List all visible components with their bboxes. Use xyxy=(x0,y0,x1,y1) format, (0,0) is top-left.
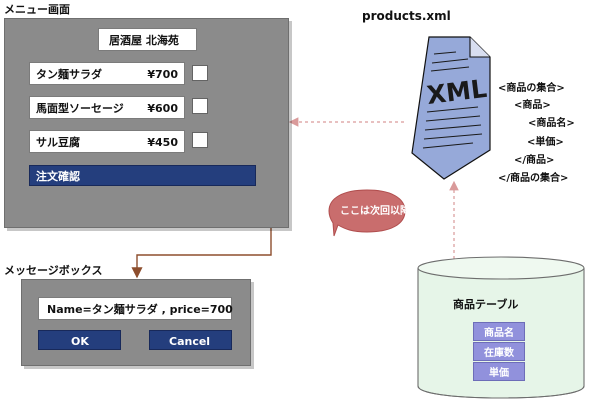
menu-item-3-price: ¥450 xyxy=(147,136,178,149)
ok-button-label: OK xyxy=(71,335,89,348)
order-confirm-button[interactable]: 注文確認 xyxy=(29,165,256,186)
xml-line-2: <商品> xyxy=(514,100,551,111)
shop-name: 居酒屋 北海苑 xyxy=(109,34,179,47)
cancel-button[interactable]: Cancel xyxy=(149,330,232,350)
menu-item-2-price: ¥600 xyxy=(147,102,178,115)
xml-line-3: <商品名> xyxy=(528,118,575,129)
cancel-button-label: Cancel xyxy=(169,335,211,348)
menu-item-3-name: サル豆腐 xyxy=(36,136,80,149)
product-table-title: 商品テーブル xyxy=(453,298,519,311)
message-text-box: Name=タン麺サラダ , price=700 xyxy=(38,297,233,320)
menu-item-1-price: ¥700 xyxy=(147,68,178,81)
xml-line-1: <商品の集合> xyxy=(498,83,565,94)
xml-line-6: </商品の集合> xyxy=(498,173,569,184)
ok-button[interactable]: OK xyxy=(38,330,121,350)
menu-screen-panel: 居酒屋 北海苑 タン麺サラダ ¥700 馬面型ソーセージ ¥600 サル豆腐 ¥… xyxy=(4,18,289,228)
cloud-note-shape xyxy=(328,189,406,237)
menu-item-1-box: タン麺サラダ ¥700 xyxy=(29,62,185,85)
order-confirm-label: 注文確認 xyxy=(36,170,80,183)
menu-item-1-checkbox[interactable] xyxy=(192,65,208,81)
products-xml-label: products.xml xyxy=(362,9,451,23)
message-text: Name=タン麺サラダ , price=700 xyxy=(47,303,233,316)
db-field-unit-price: 単価 xyxy=(473,362,525,381)
xml-document-icon: XML xyxy=(411,36,491,180)
menu-screen-label: メニュー画面 xyxy=(4,3,70,16)
db-field-stock: 在庫数 xyxy=(473,342,525,361)
menu-item-2-box: 馬面型ソーセージ ¥600 xyxy=(29,96,185,119)
menu-item-1-name: タン麺サラダ xyxy=(36,68,102,81)
db-field-product-name: 商品名 xyxy=(473,322,525,341)
menu-item-3-box: サル豆腐 ¥450 xyxy=(29,130,185,153)
cloud-note-label: ここは次回以降 xyxy=(340,206,410,217)
xml-line-4: <単価> xyxy=(527,137,564,148)
menu-item-3-checkbox[interactable] xyxy=(192,132,208,148)
xml-line-5: </商品> xyxy=(514,155,555,166)
menu-item-2-name: 馬面型ソーセージ xyxy=(36,102,124,115)
message-box-panel: Name=タン麺サラダ , price=700 OK Cancel xyxy=(21,279,251,366)
shop-name-box: 居酒屋 北海苑 xyxy=(98,28,197,51)
message-box-label: メッセージボックス xyxy=(4,264,103,277)
menu-item-2-checkbox[interactable] xyxy=(192,98,208,114)
